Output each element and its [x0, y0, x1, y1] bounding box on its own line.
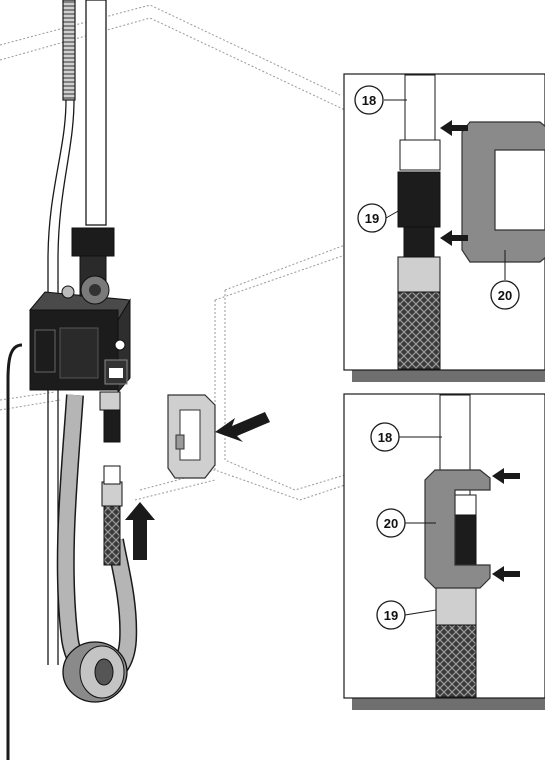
callout-label: 20 [384, 516, 398, 531]
up-arrow-icon [125, 502, 155, 560]
callout-circle-icon [376, 508, 406, 538]
hose-weight [62, 641, 128, 703]
control-unit [29, 227, 131, 394]
push-arrow-icon [492, 566, 520, 582]
faucet-tubes [47, 0, 107, 665]
callout-circle-icon [490, 280, 520, 310]
callout-circle-icon [370, 422, 400, 452]
callout-19-bottom: 19 [376, 600, 406, 630]
callout-circle-icon [357, 203, 387, 233]
push-arrow-icon [215, 412, 270, 442]
push-arrow-icon [440, 230, 468, 246]
sensor-cable [6, 343, 23, 760]
detail-panel-top: 18 19 20 [343, 73, 545, 382]
callout-label: 20 [498, 288, 512, 303]
callout-18-top: 18 [354, 85, 384, 115]
callout-19-top: 19 [357, 203, 387, 233]
push-arrow-icon [492, 468, 520, 484]
callout-18-bottom: 18 [370, 422, 400, 452]
callout-20-top: 20 [490, 280, 520, 310]
detail-panel-bottom: 18 20 19 [343, 393, 545, 710]
loose-clip [167, 394, 216, 479]
callout-label: 18 [362, 93, 376, 108]
callout-20-bottom: 20 [376, 508, 406, 538]
callout-label: 19 [384, 608, 398, 623]
callout-label: 18 [378, 430, 392, 445]
hose-loop [56, 394, 138, 703]
callout-label: 19 [365, 211, 379, 226]
push-arrow-icon [440, 120, 468, 136]
callout-circle-icon [354, 85, 384, 115]
callout-circle-icon [376, 600, 406, 630]
outlet-connector [99, 391, 121, 443]
